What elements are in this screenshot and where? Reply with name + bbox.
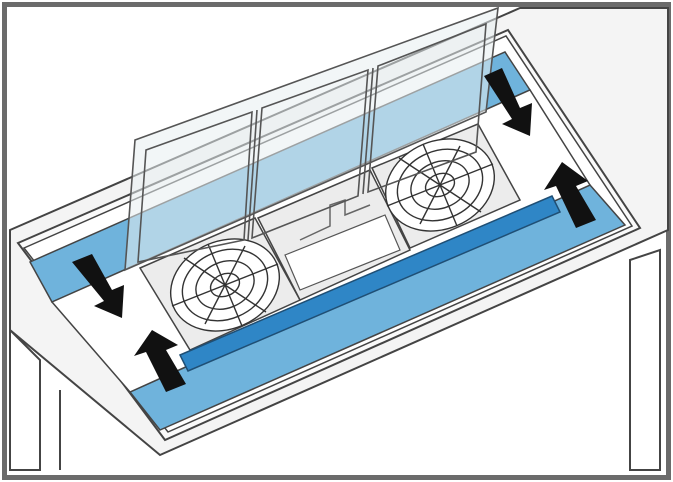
arrow-down-icon xyxy=(484,68,532,136)
left-fan-icon xyxy=(169,238,281,332)
worktop xyxy=(9,248,661,471)
arrow-up-icon xyxy=(134,330,186,392)
right-fan-icon xyxy=(384,138,496,232)
arrow-down-icon xyxy=(72,254,124,318)
center-hatch-panel xyxy=(256,169,412,301)
arrow-up-icon xyxy=(544,162,596,228)
grease-filter-lifted-icon xyxy=(124,6,499,272)
front-blue-bar xyxy=(178,195,562,372)
